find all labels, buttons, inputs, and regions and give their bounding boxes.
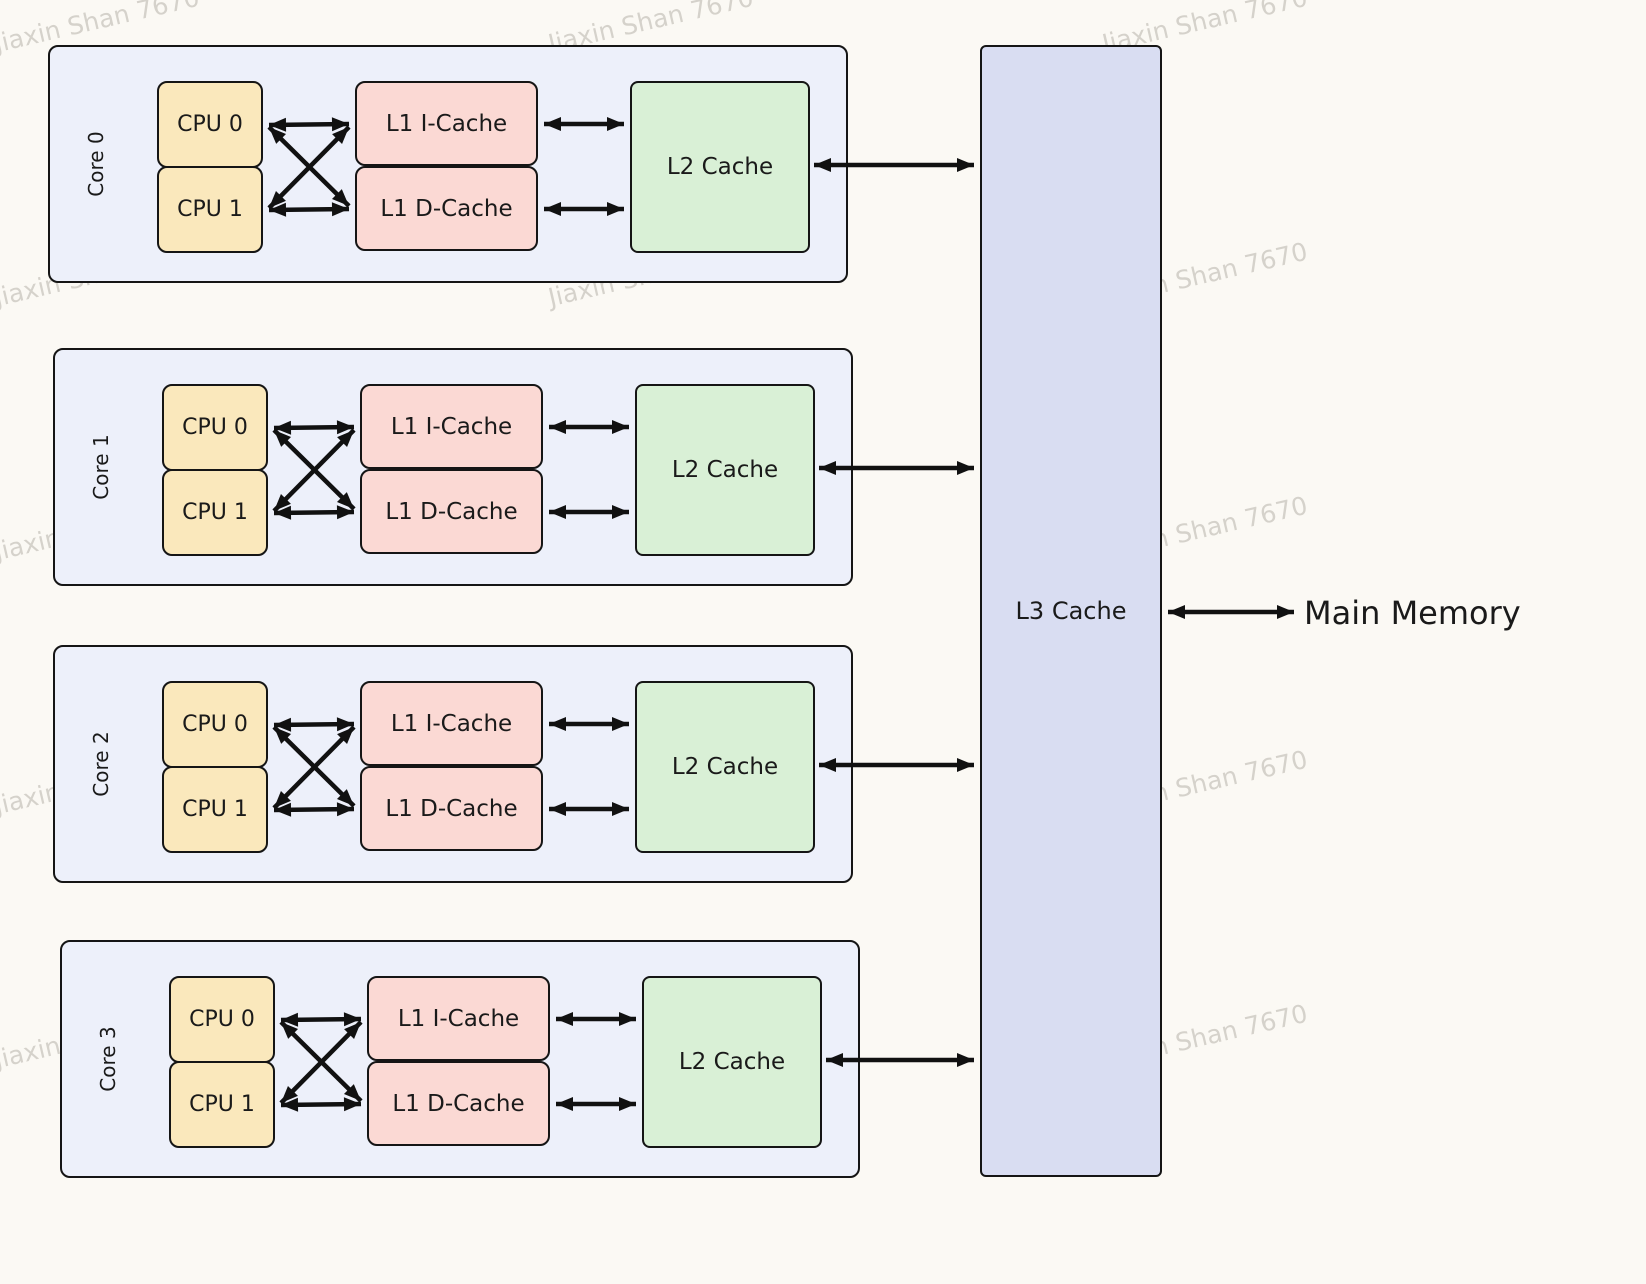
cpu0-l1i-arrow [273, 717, 355, 732]
cpu1-l1d-arrow [273, 505, 355, 520]
core-1-l2-cache-box: L2 Cache [635, 384, 815, 556]
main-memory-label: Main Memory [1304, 594, 1521, 632]
cpu0-l1i-arrow [280, 1012, 362, 1027]
cpu1-l1i-arrow [267, 125, 351, 210]
core-2-l1-dcache-box: L1 D-Cache [360, 766, 543, 851]
core-3-cpu0-box: CPU 0 [169, 976, 275, 1063]
cpu1-l1d-arrow [280, 1097, 362, 1112]
l3-cache-box: L3 Cache [980, 45, 1162, 1177]
cpu1-l1i-arrow [272, 725, 356, 810]
core-2-group: Core 2 CPU 0 CPU 1 L1 I-Cache L1 D-Cache… [53, 645, 853, 883]
core-0-label: Core 0 [84, 131, 108, 197]
cpu0-l1i-arrow [268, 117, 350, 132]
core-1-cpu0-box: CPU 0 [162, 384, 268, 471]
core-3-group: Core 3 CPU 0 CPU 1 L1 I-Cache L1 D-Cache… [60, 940, 860, 1178]
core-0-l1-icache-box: L1 I-Cache [355, 81, 538, 166]
core-0-group: Core 0 CPU 0 CPU 1 L1 I-Cache L1 D-Cache… [48, 45, 848, 283]
core-1-l1-dcache-box: L1 D-Cache [360, 469, 543, 554]
core-3-label: Core 3 [96, 1026, 120, 1092]
core-2-cpu0-box: CPU 0 [162, 681, 268, 768]
cpu0-l1d-arrow [279, 1020, 363, 1103]
core-3-l1-icache-box: L1 I-Cache [367, 976, 550, 1061]
cpu1-l1i-arrow [272, 428, 356, 513]
core-2-label: Core 2 [89, 731, 113, 797]
core-1-group: Core 1 CPU 0 CPU 1 L1 I-Cache L1 D-Cache… [53, 348, 853, 586]
cpu1-l1i-arrow [279, 1020, 363, 1105]
core-3-cpu1-box: CPU 1 [169, 1061, 275, 1148]
cpu0-l1i-arrow [273, 420, 355, 435]
core-0-l1-dcache-box: L1 D-Cache [355, 166, 538, 251]
core-3-l2-cache-box: L2 Cache [642, 976, 822, 1148]
cpu0-l1d-arrow [272, 725, 356, 808]
core-1-label: Core 1 [89, 434, 113, 500]
core-0-l2-cache-box: L2 Cache [630, 81, 810, 253]
core-2-l1-icache-box: L1 I-Cache [360, 681, 543, 766]
core-2-l2-cache-box: L2 Cache [635, 681, 815, 853]
cpu0-l1d-arrow [272, 428, 356, 511]
core-3-l1-dcache-box: L1 D-Cache [367, 1061, 550, 1146]
core-2-cpu1-box: CPU 1 [162, 766, 268, 853]
core-1-l1-icache-box: L1 I-Cache [360, 384, 543, 469]
core-0-cpu1-box: CPU 1 [157, 166, 263, 253]
cpu1-l1d-arrow [273, 802, 355, 817]
cpu0-l1d-arrow [267, 125, 351, 208]
cpu1-l1d-arrow [268, 202, 350, 217]
core-0-cpu0-box: CPU 0 [157, 81, 263, 168]
core-1-cpu1-box: CPU 1 [162, 469, 268, 556]
